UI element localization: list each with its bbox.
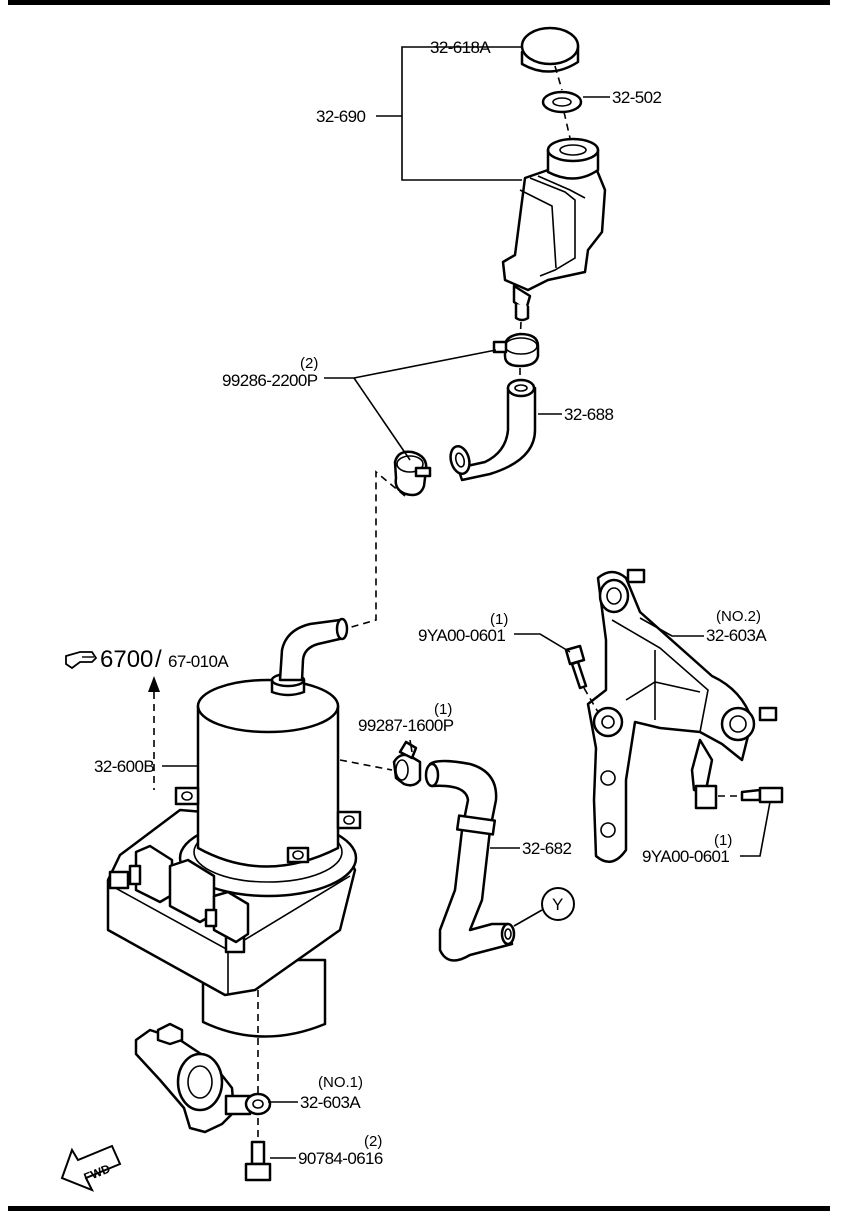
bracket-no2[interactable] — [586, 568, 778, 863]
label-clamp-qty: (1) — [434, 701, 452, 718]
label-upper-hose: 32-688 — [564, 405, 613, 424]
hose-routing-line — [347, 470, 406, 629]
bracket-no1[interactable] — [134, 1022, 272, 1134]
label-connector-y: Y — [552, 895, 563, 914]
label-bracket1: 32-603A — [300, 1093, 361, 1112]
fwd-arrow-icon — [60, 1144, 122, 1192]
return-hose[interactable] — [424, 759, 516, 962]
label-bolt-top: 9YA00-0601 — [418, 626, 505, 645]
hose-clip-lower[interactable] — [393, 450, 432, 497]
label-bracket2: 32-603A — [706, 626, 767, 645]
label-bolt-bottom: 90784-0616 — [298, 1149, 383, 1168]
bolt-upper[interactable] — [564, 644, 588, 690]
upper-hose[interactable] — [448, 378, 537, 482]
label-ref-sep: / — [155, 646, 162, 673]
housing-bolt-bosses — [108, 786, 362, 954]
label-bracket1-no: (NO.1) — [318, 1074, 363, 1091]
cap-centerline — [554, 65, 563, 91]
pump-motor[interactable] — [106, 617, 362, 1038]
bolt-upper-centerline — [583, 687, 599, 713]
bolt-bottom[interactable] — [244, 1140, 272, 1182]
label-return-hose: 32-682 — [522, 839, 571, 858]
label-bolt-top-qty: (1) — [490, 611, 508, 628]
label-ref-group: 67-010A — [168, 652, 229, 671]
top-border — [8, 0, 830, 5]
label-tank-assembly: 32-690 — [316, 107, 365, 126]
label-clip: 99286-2200P — [222, 371, 318, 390]
reference-hand-icon — [65, 651, 98, 670]
seal-centerline — [563, 111, 571, 139]
seal-ring[interactable] — [541, 90, 583, 114]
label-seal: 32-502 — [612, 88, 661, 107]
hose-clamp[interactable] — [392, 740, 422, 787]
bottom-border — [8, 1206, 830, 1211]
label-ref-page: 6700 — [100, 646, 153, 673]
clamp-centerline — [339, 759, 393, 771]
electrical-connectors[interactable] — [128, 844, 250, 944]
label-clip-qty: (2) — [300, 355, 318, 372]
label-cap: 32-618A — [430, 38, 491, 57]
label-bracket2-no: (NO.2) — [716, 608, 761, 625]
label-bolt-right: 9YA00-0601 — [642, 847, 729, 866]
bolt-right[interactable] — [740, 786, 784, 804]
label-clamp: 99287-1600P — [358, 716, 454, 735]
reference-arrow-head — [148, 676, 160, 692]
hose-clip-upper[interactable] — [492, 332, 540, 368]
reservoir-cap[interactable] — [520, 26, 580, 73]
connector-y-marker — [541, 887, 575, 921]
leader-lines — [162, 46, 771, 1159]
label-bolt-bottom-qty: (2) — [364, 1133, 382, 1150]
label-bolt-right-qty: (1) — [714, 832, 732, 849]
label-pump: 32-600B — [94, 757, 154, 776]
reservoir-tank[interactable] — [501, 137, 607, 322]
